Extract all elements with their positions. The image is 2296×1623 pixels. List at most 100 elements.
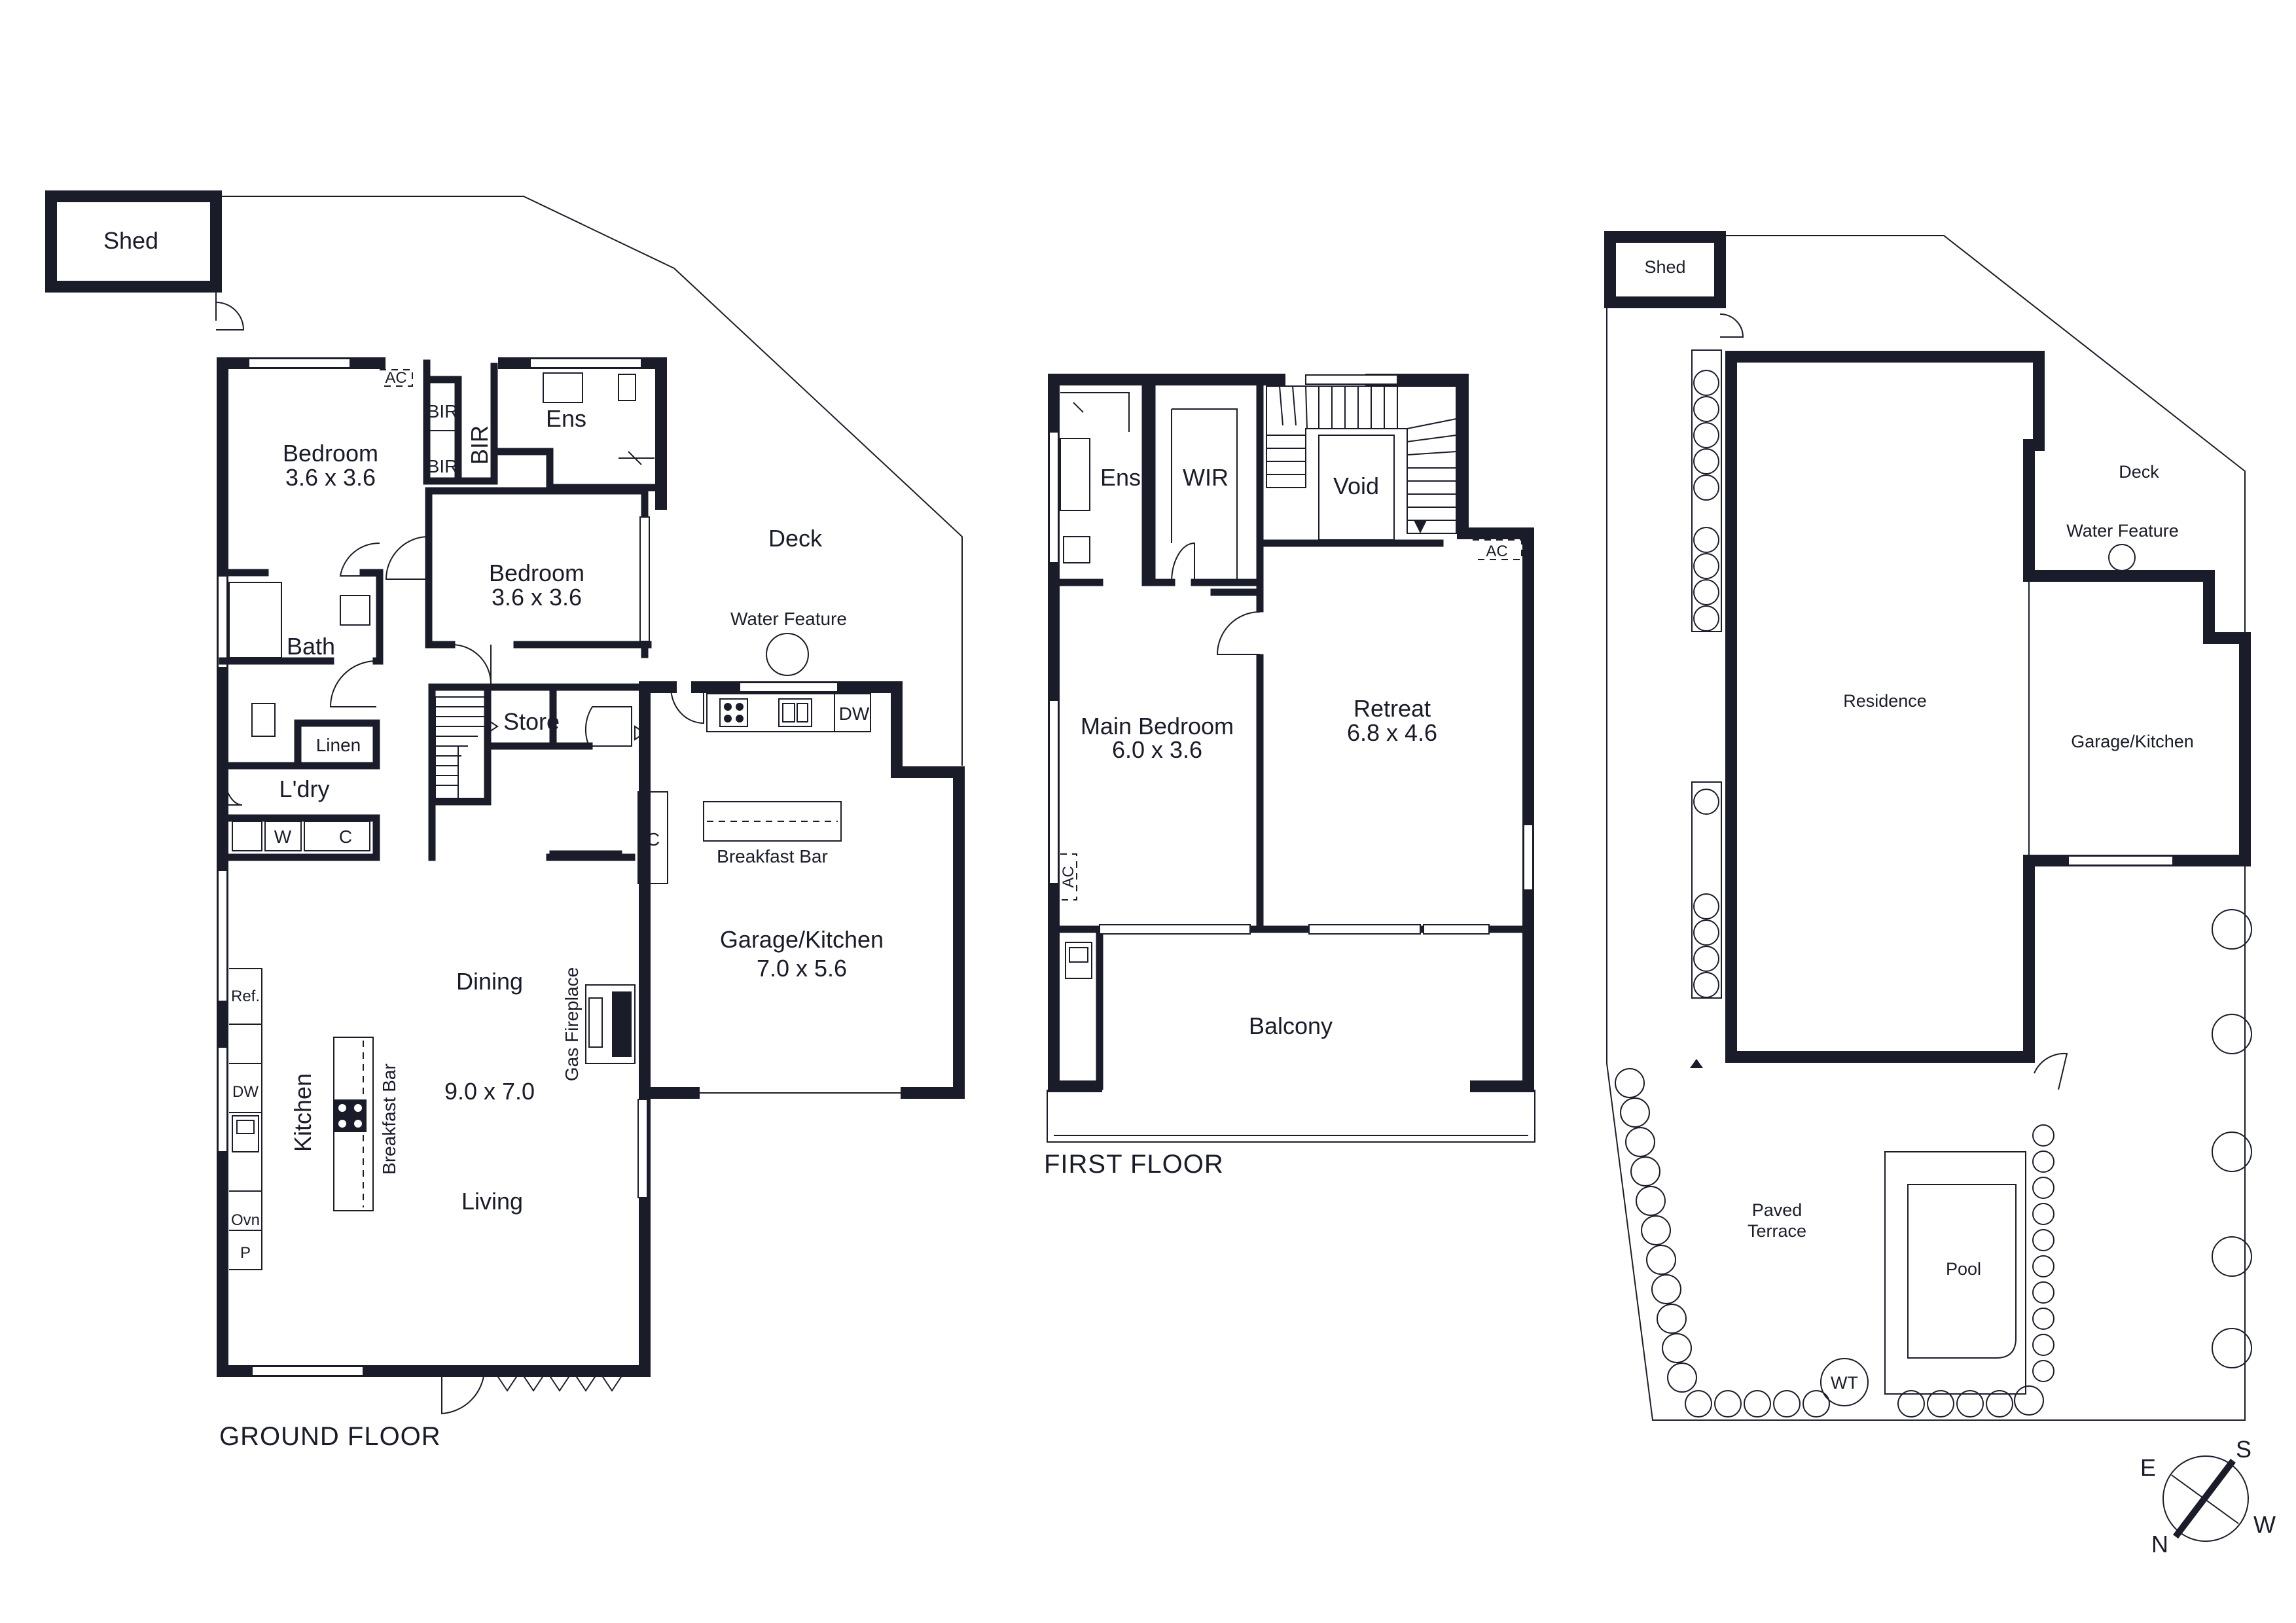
shower [619, 451, 655, 465]
shower [1060, 392, 1130, 432]
garage-kitchen-size: 7.0 x 5.6 [757, 955, 847, 982]
oven-label: Ovn [231, 1211, 260, 1229]
cupboard-label: C [339, 827, 352, 847]
shed-walls [45, 190, 222, 293]
bedroom-1-name: Bedroom [283, 440, 378, 467]
main-bedroom-size: 6.0 x 3.6 [1112, 736, 1202, 763]
balcony-label: Balcony [1249, 1012, 1333, 1039]
hedge-row [1691, 349, 1722, 999]
window [1523, 824, 1534, 891]
balcony-outline [1047, 1090, 1535, 1143]
bir-label-2: BIR [427, 456, 458, 476]
garage-counter [706, 693, 871, 732]
window [217, 870, 228, 1002]
site-shed [1604, 231, 1726, 308]
linen-laundry-walls [219, 719, 380, 861]
washer [264, 821, 302, 851]
stair-store-walls [428, 683, 649, 861]
boundary-trees [2212, 909, 2252, 1368]
retreat-name: Retreat [1354, 695, 1431, 722]
laundry-label: L'dry [279, 776, 330, 802]
ground-floor-stairs [435, 696, 499, 799]
window [248, 358, 351, 368]
pool [1907, 1184, 2017, 1359]
door [1719, 313, 1744, 338]
water-feature-symbol [766, 633, 809, 676]
deck-label: Deck [768, 525, 823, 552]
sliding-door [1308, 924, 1421, 935]
site-water-feature-symbol [2108, 544, 2136, 571]
door [1216, 611, 1261, 655]
first-floor-plan: Ens WIR Void AC AC Main Bedroom 6.0 x 3.… [1044, 374, 1535, 1179]
sink-icon [232, 1115, 259, 1152]
living-size: 9.0 x 7.0 [444, 1078, 535, 1105]
cupboard [304, 821, 370, 851]
window [739, 682, 838, 692]
bifold-doors [493, 1370, 626, 1392]
kitchen-dw-label: DW [232, 1083, 259, 1101]
arrow [634, 725, 646, 741]
window [1049, 431, 1059, 563]
bedroom-1-walls [423, 359, 498, 485]
water-tank-label: WT [1831, 1373, 1858, 1393]
window [251, 1366, 364, 1376]
void-label: Void [1333, 473, 1379, 499]
bedroom-1-size: 3.6 x 3.6 [285, 464, 376, 491]
ground-floor-plan: Shed Bedroom 3.6 x 3.6 BIR BIR BIR Ens A… [45, 190, 965, 1451]
washer-label: W [274, 827, 292, 847]
pool-label: Pool [1946, 1259, 1981, 1279]
breakfast-bar-label: Breakfast Bar [717, 846, 828, 866]
door [385, 536, 429, 580]
bedroom-2-size: 3.6 x 3.6 [492, 584, 582, 611]
kitchen-label: Kitchen [289, 1073, 316, 1152]
linen-label: Linen [316, 735, 361, 755]
residence-footprint [1725, 351, 2251, 1063]
bir-label-1: BIR [427, 401, 458, 421]
compass-w: W [2253, 1511, 2276, 1538]
site-plan: Shed Deck Water Feature Residence Garage… [1604, 231, 2252, 1421]
shed-door [215, 302, 245, 330]
gate-door [2034, 1052, 2068, 1090]
window [217, 575, 228, 668]
residence-label: Residence [1843, 691, 1927, 711]
garage-dw-label: DW [839, 704, 870, 724]
sliding-door [1423, 924, 1490, 935]
ff-ac-label-1: AC [1486, 543, 1507, 560]
entry-arrow [1690, 1059, 1703, 1068]
ground-floor-title: GROUND FLOOR [219, 1422, 441, 1451]
vanity [340, 595, 370, 626]
ref-label: Ref. [231, 988, 260, 1005]
ff-ensuite-label: Ens [1100, 464, 1141, 491]
shower-base [228, 582, 282, 658]
shed-label: Shed [103, 227, 158, 254]
ac-unit [1473, 539, 1522, 560]
door [222, 765, 243, 806]
gas-fireplace-symbol [585, 984, 636, 1064]
door [584, 706, 632, 747]
first-floor-stairs [1266, 385, 1457, 534]
window [637, 1099, 648, 1198]
garage-kitchen-walls [639, 681, 965, 1099]
window [1305, 374, 1398, 385]
entry-door [441, 1370, 485, 1415]
water-feature-label: Water Feature [730, 609, 847, 629]
compass-n: N [2151, 1531, 2168, 1558]
first-floor-outer-walls [1048, 374, 1534, 1092]
compass: E S W N [2140, 1436, 2276, 1558]
ensuite-walls [490, 448, 665, 491]
compass-ring [2162, 1455, 2249, 1542]
bath-walls [219, 569, 384, 665]
bir-label-3: BIR [466, 425, 493, 465]
door [1171, 542, 1195, 583]
door [451, 644, 492, 685]
water-tank-symbol [1820, 1358, 1869, 1406]
vanity [1060, 438, 1090, 511]
compass-e: E [2140, 1454, 2156, 1481]
compass-s: S [2236, 1436, 2251, 1463]
window [529, 358, 642, 368]
door [329, 660, 377, 707]
ff-ac-label-2: AC [1060, 866, 1077, 887]
sink-icon [1065, 942, 1092, 979]
cabinet [637, 791, 668, 884]
